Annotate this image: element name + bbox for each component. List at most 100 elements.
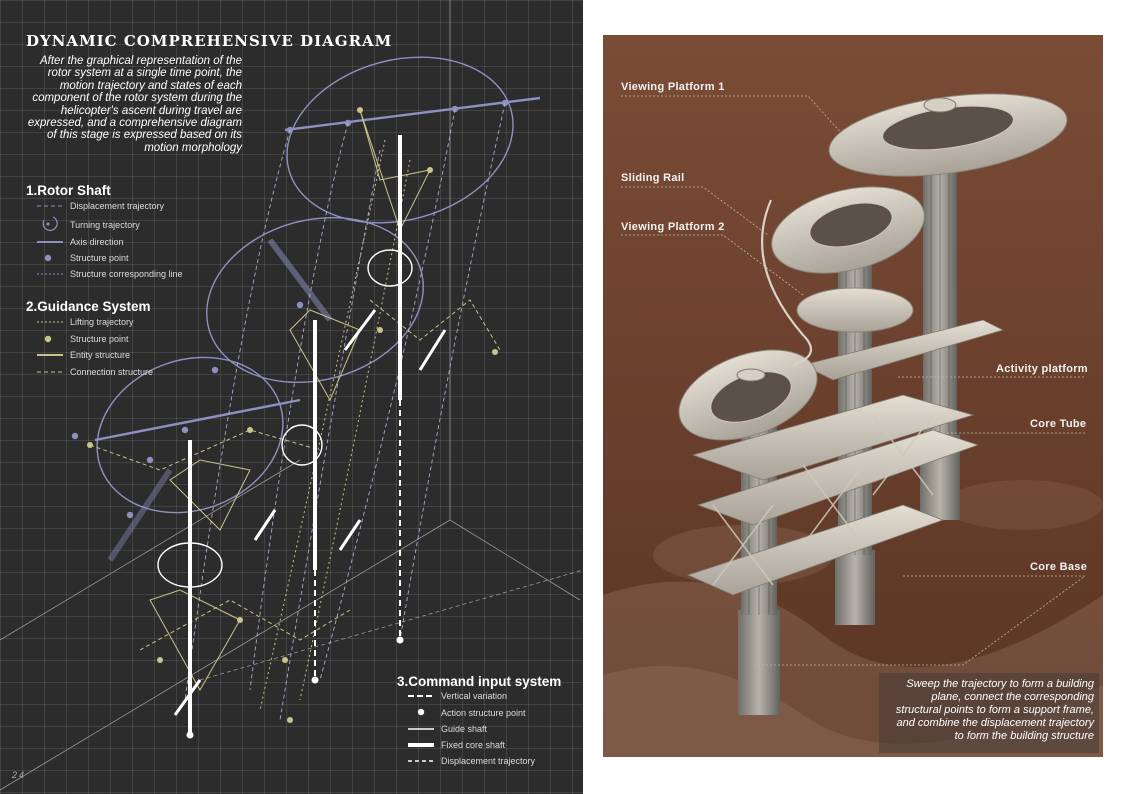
command-system-layer	[157, 135, 447, 735]
displacement-trajectory	[184, 129, 291, 701]
ground-line	[0, 519, 451, 791]
legend-label: Vertical variation	[441, 691, 508, 701]
structure-point	[247, 427, 253, 433]
connection-structure	[369, 299, 501, 351]
guide-shaft	[343, 309, 377, 351]
ground-plane	[0, 0, 583, 791]
legend-label: Axis direction	[70, 237, 124, 247]
guidance-structure-points	[87, 107, 498, 723]
structure-point	[287, 717, 293, 723]
action-point-icon	[417, 708, 425, 716]
rotor-shaft-layer	[94, 56, 541, 562]
caption-background	[879, 673, 1099, 753]
structure-point	[357, 107, 363, 113]
axis-direction-line	[94, 398, 301, 442]
legend-label: Action structure point	[441, 708, 526, 718]
rotor-displacement	[184, 102, 506, 721]
structure-point	[157, 657, 163, 663]
command-legend-symbols	[408, 695, 434, 762]
legend-label: Guide shaft	[441, 724, 488, 734]
guide-shaft	[173, 679, 202, 716]
legend-label: Structure corresponding line	[70, 269, 183, 279]
activity-platform	[801, 319, 1005, 381]
callout-sliding-rail: Sliding Rail	[621, 172, 685, 184]
diagram-panel: DYNAMIC COMPREHENSIVE DIAGRAM After the …	[0, 0, 583, 794]
sliding-rail	[761, 199, 813, 367]
legend-label: Fixed core shaft	[441, 740, 506, 750]
viewing-platform-2	[771, 186, 925, 333]
turning-trajectory-icon	[42, 216, 58, 231]
entity-structure	[289, 309, 361, 402]
structure-point	[237, 617, 243, 623]
page-number: 24	[12, 770, 27, 780]
structure-point	[87, 442, 93, 448]
structure-point	[492, 349, 498, 355]
displacement-trajectory	[249, 122, 349, 691]
ground-line	[449, 519, 581, 601]
lifting-trajectory	[299, 159, 411, 701]
turning-trajectory	[96, 356, 284, 514]
structure-point-icon	[44, 254, 52, 262]
viewing-platform-1	[828, 93, 1068, 177]
rotor-blade	[107, 468, 173, 562]
shaft-ring	[281, 424, 323, 466]
entity-structure	[359, 109, 431, 232]
displacement-trajectory	[319, 108, 456, 681]
guidance-legend-symbols	[37, 321, 63, 373]
callout-viewing-platform-2: Viewing Platform 2	[621, 221, 725, 233]
core-base	[835, 550, 875, 625]
section-title-command-input: 3.Command input system	[397, 674, 562, 689]
shaft-ring	[367, 249, 413, 287]
callout-core-tube: Core Tube	[1030, 418, 1087, 430]
lifting-trajectory	[259, 139, 386, 711]
axis-direction-line	[284, 96, 541, 132]
structure-point	[126, 511, 134, 519]
turning-trajectory	[206, 216, 424, 384]
guide-shaft	[418, 329, 447, 371]
structure-point	[427, 167, 433, 173]
viewing-platform-3	[678, 349, 818, 441]
legend-label: Displacement trajectory	[70, 201, 165, 211]
render-caption: Sweep the trajectory to form a building …	[895, 678, 1094, 742]
legend-label: Lifting trajectory	[70, 317, 134, 327]
entity-structure	[169, 459, 251, 531]
platform-group	[686, 319, 1005, 596]
structure-point	[296, 301, 304, 309]
action-structure-point	[396, 636, 404, 644]
turning-trajectory	[286, 56, 514, 224]
guide-shaft	[253, 509, 277, 541]
intro-text: After the graphical representation of th…	[27, 55, 242, 154]
legend-label: Structure point	[70, 253, 129, 263]
action-structure-point	[311, 676, 319, 684]
section-title-guidance-system: 2.Guidance System	[26, 299, 151, 314]
callout-viewing-platform-1: Viewing Platform 1	[621, 81, 725, 93]
section-title-rotor-shaft: 1.Rotor Shaft	[26, 183, 111, 198]
rotor-legend-symbols	[37, 205, 63, 275]
structure-point-icon	[44, 335, 52, 343]
displacement-trajectory	[399, 102, 506, 641]
legend-label: Entity structure	[70, 350, 131, 360]
displacement-trajectory	[279, 149, 381, 721]
structure-point	[211, 366, 219, 374]
command-action-points	[186, 636, 404, 739]
connection-structure	[89, 429, 321, 471]
bracing	[712, 414, 934, 586]
entity-structure	[149, 589, 241, 692]
core-base	[738, 610, 780, 715]
rotor-motion-diagram	[0, 0, 583, 791]
building-render	[603, 35, 1103, 757]
ground-dashed	[199, 569, 583, 681]
shaft-ring	[157, 542, 223, 588]
callout-leaders	[621, 95, 1087, 666]
ground-line	[0, 459, 301, 641]
structure-point	[146, 456, 154, 464]
structure-point	[377, 327, 383, 333]
floor-slab	[696, 429, 980, 526]
rotor-blade	[267, 238, 333, 322]
legend-label: Structure point	[70, 334, 129, 344]
render-panel: Viewing Platform 1 Sliding Rail Viewing …	[603, 35, 1103, 757]
legend-label: Displacement trajectory	[441, 756, 536, 766]
floor-slab	[686, 504, 945, 596]
callout-activity-platform: Activity platform	[996, 363, 1088, 375]
page-title: DYNAMIC COMPREHENSIVE DIAGRAM	[26, 32, 393, 50]
